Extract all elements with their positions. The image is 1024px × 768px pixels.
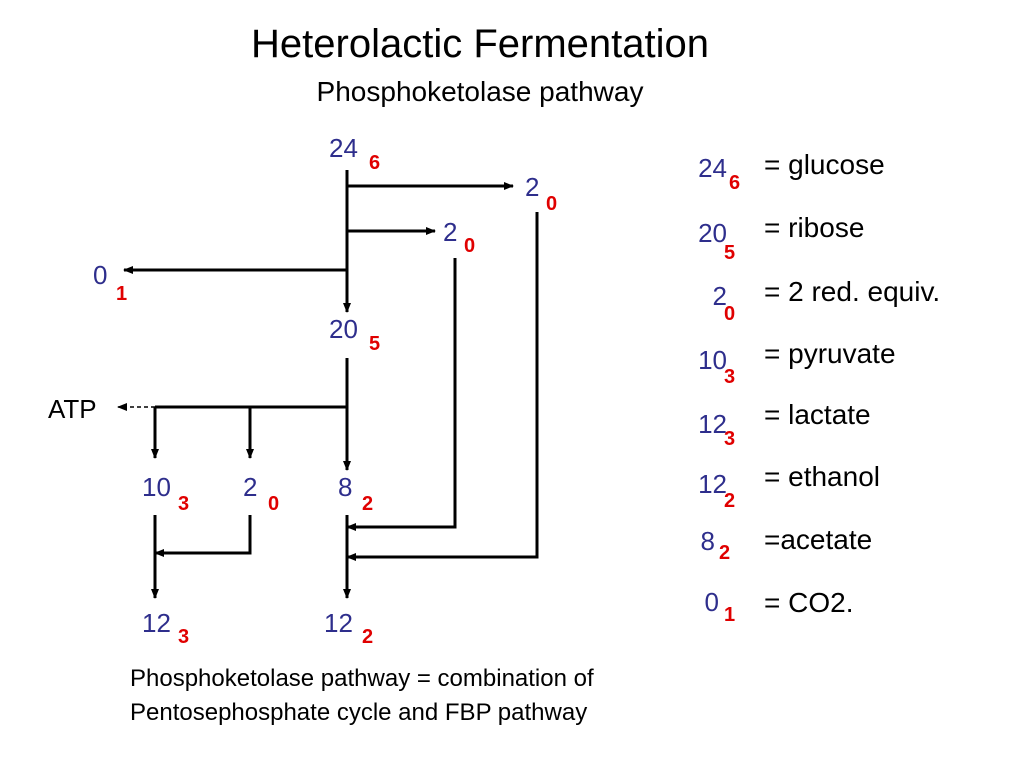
node-lactate-sub: 3 [178, 626, 190, 648]
node-red-equiv-low-carbon: 2 [243, 472, 258, 502]
node-red-equiv-mid-carbon: 2 [443, 217, 458, 247]
node-glucose-carbon: 24 [329, 133, 358, 163]
legend-sub: 6 [729, 172, 741, 194]
legend-label: = ribose [764, 212, 865, 243]
node-ethanol-sub: 2 [362, 626, 374, 648]
legend-label: = pyruvate [764, 338, 896, 369]
atp-label: ATP [48, 394, 97, 424]
node-acetate-carbon: 8 [338, 472, 353, 502]
legend-sub: 0 [724, 303, 736, 325]
footnote-line: Pentosephosphate cycle and FBP pathway [130, 699, 588, 726]
node-red-equiv-top-sub: 0 [546, 193, 558, 215]
node-lactate-carbon: 12 [142, 608, 171, 638]
node-ribose-carbon: 20 [329, 314, 358, 344]
legend-carbon: 12 [698, 409, 727, 439]
legend-sub: 2 [719, 542, 731, 564]
node-red-equiv-top-carbon: 2 [525, 172, 540, 202]
legend-carbon: 10 [698, 345, 727, 375]
arrow-red-equiv-low-return [154, 515, 252, 557]
legend-label: = lactate [764, 399, 871, 430]
arrow-red-equiv-top-return [346, 212, 539, 561]
arrow-red-equiv-mid-return [346, 258, 457, 531]
legend-label: = CO2. [764, 587, 854, 618]
node-red-equiv-mid-sub: 0 [464, 235, 476, 257]
legend-carbon: 2 [712, 281, 727, 311]
legend-sub: 3 [724, 366, 736, 388]
node-pyruvate-sub: 3 [178, 493, 190, 515]
legend-label: = 2 red. equiv. [764, 276, 941, 307]
legend-label: = glucose [764, 149, 885, 180]
node-ethanol-carbon: 12 [324, 608, 353, 638]
node-glucose-sub: 6 [369, 152, 381, 174]
legend-carbon: 8 [700, 526, 715, 556]
footnote: Phosphoketolase pathway = combination of… [130, 662, 594, 730]
node-red-equiv-low-sub: 0 [268, 493, 280, 515]
legend-sub: 5 [724, 242, 736, 264]
node-ribose-sub: 5 [369, 333, 381, 355]
legend-carbon: 24 [698, 153, 727, 183]
legend-carbon: 0 [704, 587, 719, 617]
node-co2-sub: 1 [116, 283, 128, 305]
slide-title: Heterolactic Fermentation [251, 22, 709, 66]
legend-label: = ethanol [764, 461, 880, 492]
slide-subtitle: Phosphoketolase pathway [316, 76, 644, 107]
node-acetate-sub: 2 [362, 493, 374, 515]
node-pyruvate-carbon: 10 [142, 472, 171, 502]
footnote-line: Phosphoketolase pathway = combination of [130, 665, 594, 692]
legend-sub: 1 [724, 604, 736, 626]
legend-carbon: 20 [698, 218, 727, 248]
legend-sub: 2 [724, 490, 736, 512]
legend-label: =acetate [764, 524, 873, 555]
node-co2-carbon: 0 [93, 260, 108, 290]
legend-carbon: 12 [698, 469, 727, 499]
legend-sub: 3 [724, 428, 736, 450]
